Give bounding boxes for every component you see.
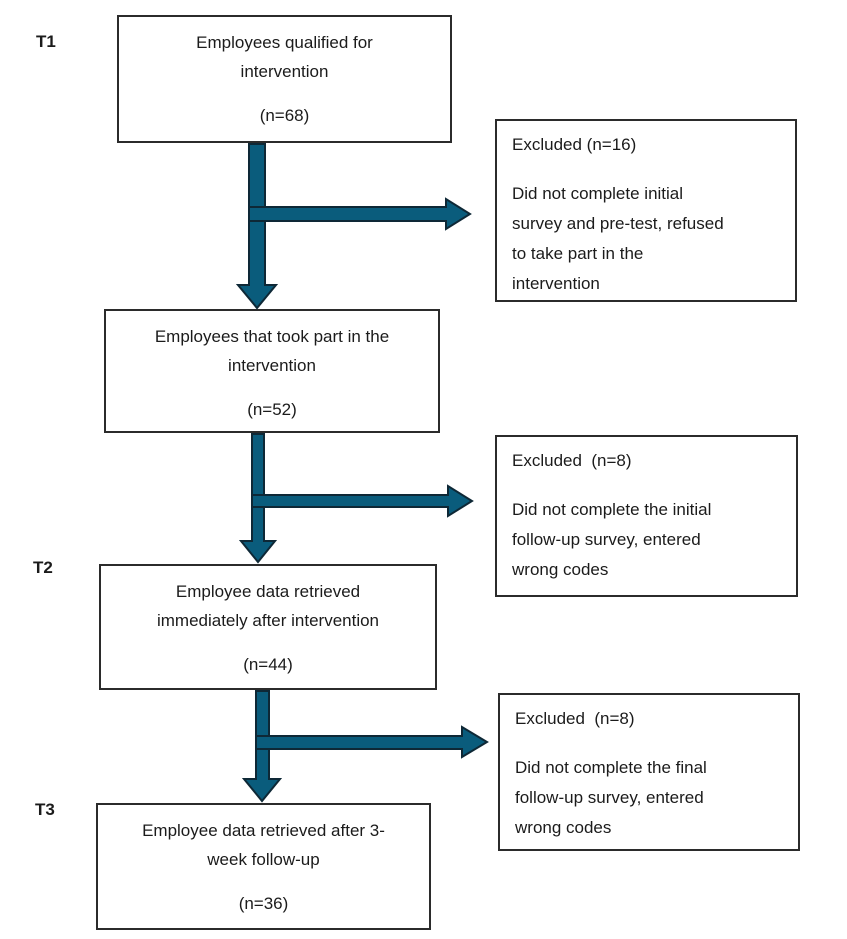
stage-box-qualified: Employees qualified for intervention (n=… (117, 15, 452, 143)
exclusion-header: Excluded (n=8) (512, 451, 632, 470)
stage-box-took-part: Employees that took part in the interven… (104, 309, 440, 433)
stage-count: (n=36) (238, 894, 289, 913)
stage-count: (n=68) (259, 106, 310, 125)
stage-title: Employee data retrieved after 3- week fo… (142, 821, 385, 869)
arrow-down-2 (238, 433, 278, 564)
stage-title: Employee data retrieved immediately afte… (156, 582, 380, 630)
stage-count: (n=52) (247, 400, 297, 419)
exclusion-box-2: Excluded (n=8) Did not complete the init… (495, 435, 798, 597)
arrow-down-3 (241, 690, 283, 803)
exclusion-body: Did not complete the initial follow-up s… (512, 500, 712, 579)
timepoint-label-t2: T2 (33, 558, 53, 577)
arrow-branch-right-1 (248, 197, 472, 231)
stage-title: Employees qualified for intervention (196, 33, 373, 81)
exclusion-box-3: Excluded (n=8) Did not complete the fina… (498, 693, 800, 851)
arrow-branch-right-3 (255, 725, 489, 759)
stage-box-followup: Employee data retrieved after 3- week fo… (96, 803, 431, 930)
exclusion-header: Excluded (n=8) (515, 709, 635, 728)
stage-count: (n=44) (243, 655, 293, 674)
exclusion-body: Did not complete the final follow-up sur… (515, 758, 707, 837)
stage-title: Employees that took part in the interven… (154, 327, 390, 375)
exclusion-header: Excluded (n=16) (512, 135, 637, 154)
timepoint-label-t3: T3 (35, 800, 55, 819)
exclusion-box-1: Excluded (n=16) Did not complete initial… (495, 119, 797, 302)
arrow-down-1 (235, 143, 279, 310)
arrow-branch-right-2 (251, 484, 474, 518)
stage-box-after-intervention: Employee data retrieved immediately afte… (99, 564, 437, 690)
exclusion-body: Did not complete initial survey and pre-… (512, 184, 724, 293)
timepoint-label-t1: T1 (36, 32, 56, 51)
